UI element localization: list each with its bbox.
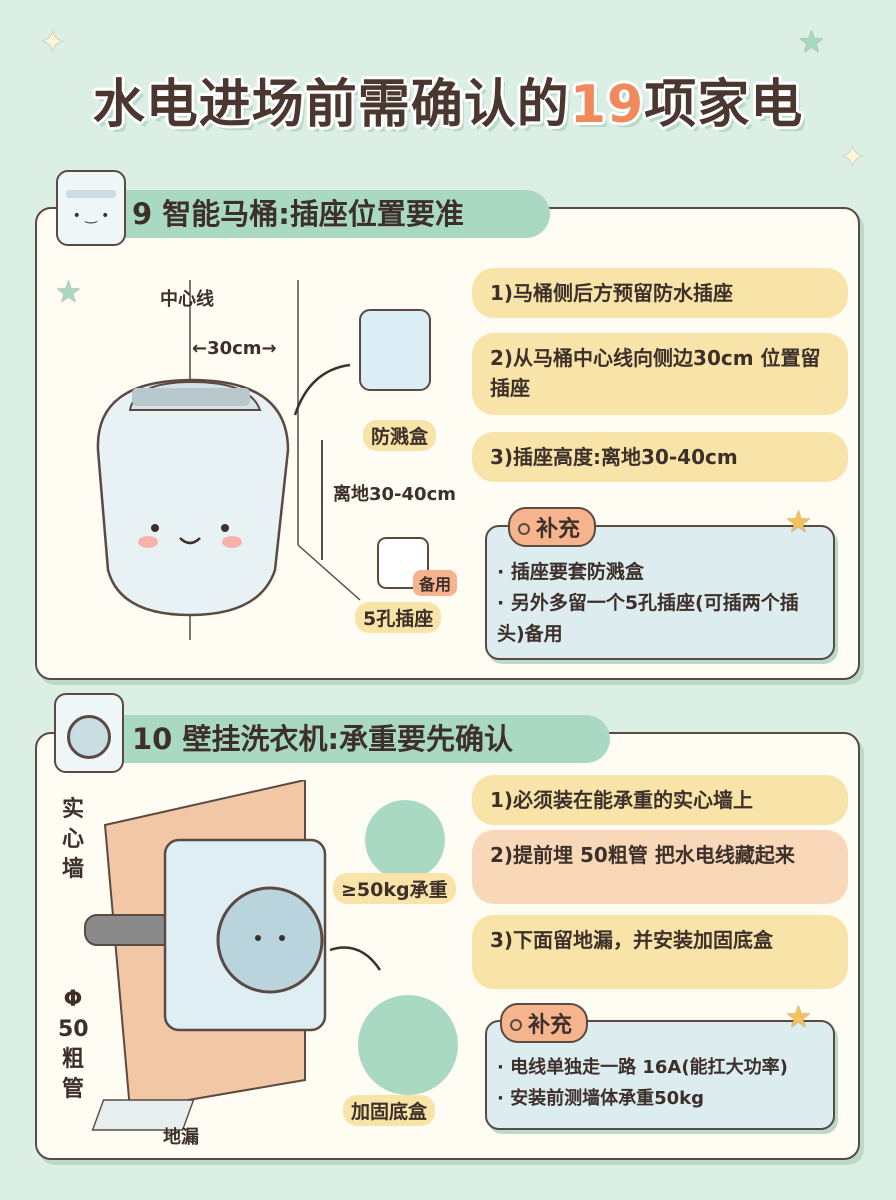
toilet-illustration — [96, 280, 431, 640]
star-icon: ★ — [785, 1000, 812, 1035]
splash-box-label: 防溅盒 — [363, 420, 437, 451]
page-title: 水电进场前需确认的19项家电 — [92, 75, 804, 135]
step-item: 3)下面留地漏，并安装加固底盒 — [472, 915, 848, 989]
step-item: 3)插座高度:离地30-40cm — [472, 432, 848, 482]
step-item: 1)马桶侧后方预留防水插座 — [472, 268, 848, 318]
socket-label: 5孔插座 — [355, 602, 442, 633]
supplement-box: · 电线单独走一路 16A(能扛大功率) · 安装前测墙体承重50kg — [485, 1020, 835, 1130]
solid-wall-label: 实心墙 — [61, 797, 84, 882]
floor-drain-label: 地漏 — [163, 1127, 199, 1148]
supplement-item: · 另外多留一个5孔插座(可插两个插头)备用 — [497, 592, 799, 645]
supplement-box: · 插座要套防溅盒 · 另外多留一个5孔插座(可插两个插头)备用 — [485, 525, 835, 660]
section-header: 10 壁挂洗衣机:承重要先确认 — [60, 715, 610, 763]
supplement-item: · 安装前测墙体承重50kg — [497, 1088, 705, 1109]
step-item: 1)必须装在能承重的实心墙上 — [472, 775, 848, 825]
base-box-label: 加固底盒 — [343, 1095, 436, 1126]
section-header: 9 智能马桶:插座位置要准 — [60, 190, 550, 238]
washer-illustration — [84, 780, 458, 1131]
supplement-tag: 补充 — [500, 1003, 589, 1043]
load-label: ≥50kg承重 — [333, 873, 456, 904]
sparkle-icon: ✦ — [840, 140, 866, 175]
spare-badge: 备用 — [413, 570, 458, 596]
sparkle-icon: ✦ — [40, 25, 66, 60]
washing-machine-icon — [54, 693, 124, 773]
step-item: 2)从马桶中心线向侧边30cm 位置留插座 — [472, 333, 848, 415]
distance-label: ←30cm→ — [192, 338, 277, 359]
smart-toilet-icon: • ‿ • — [56, 170, 126, 246]
pipe-label: Φ 50 粗管 — [58, 987, 89, 1102]
step-item: 2)提前埋 50粗管 把水电线藏起来 — [472, 830, 848, 904]
supplement-tag: 补充 — [508, 507, 597, 547]
star-icon: ★ — [785, 505, 812, 540]
centerline-label: 中心线 — [160, 289, 214, 310]
height-label: 离地30-40cm — [333, 484, 456, 505]
supplement-item: · 插座要套防溅盒 — [497, 561, 644, 583]
star-icon: ★ — [798, 25, 825, 60]
star-icon: ★ — [55, 275, 82, 310]
supplement-item: · 电线单独走一路 16A(能扛大功率) — [497, 1057, 788, 1078]
